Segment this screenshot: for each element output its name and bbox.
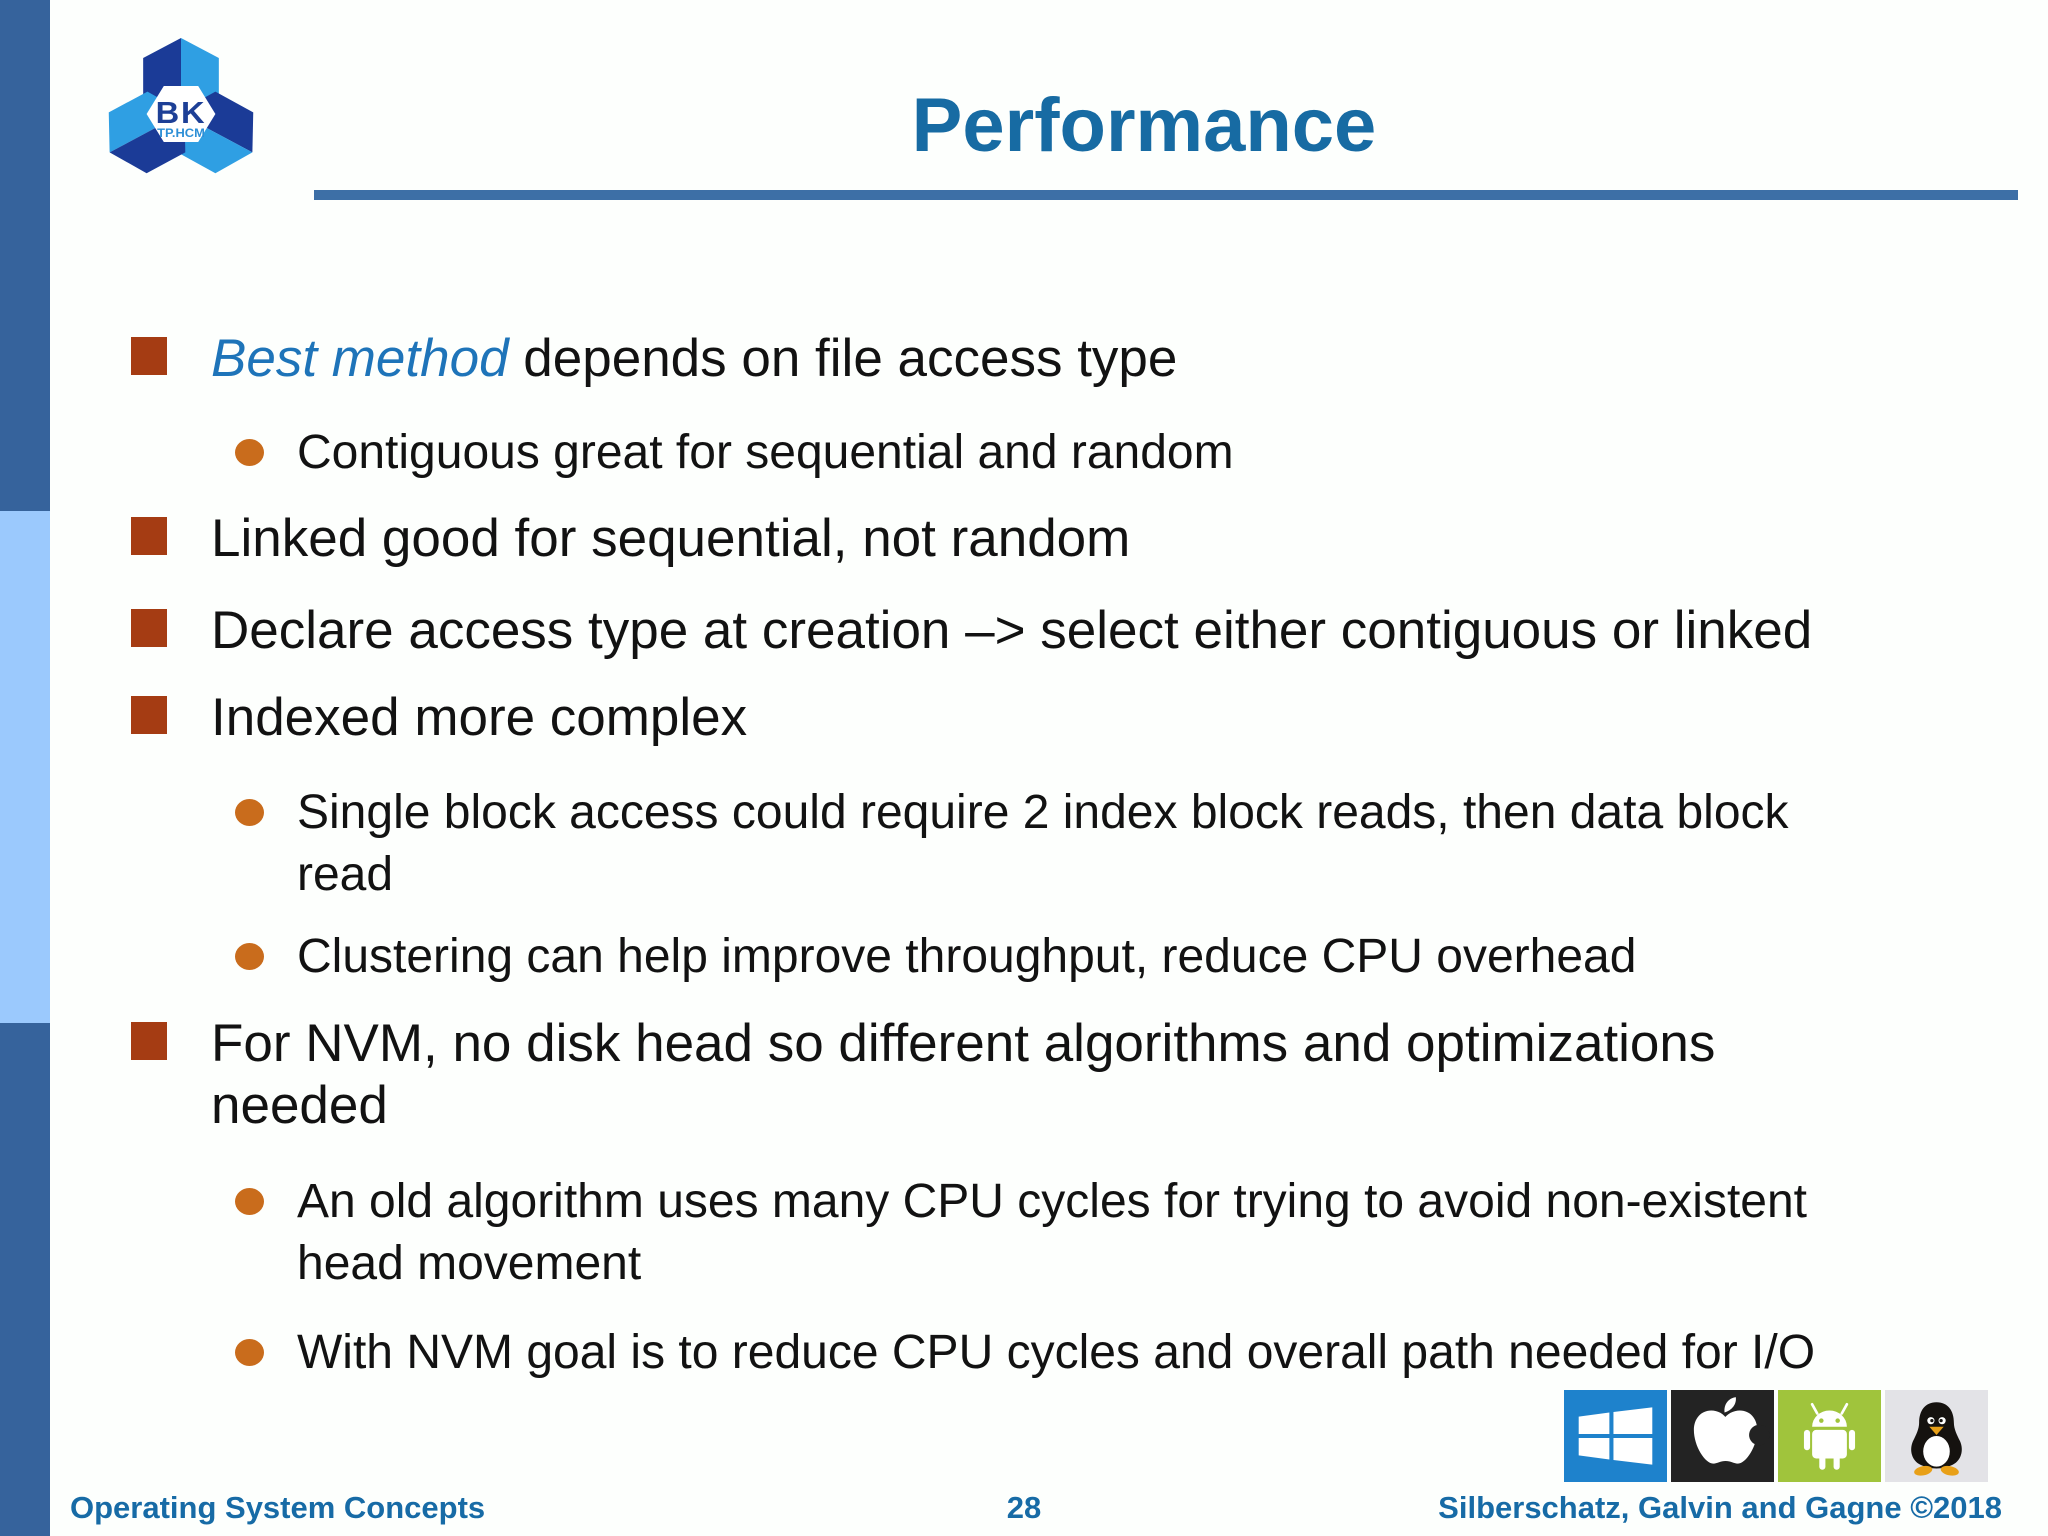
- bullet-item: Best method depends on file access type: [131, 328, 1177, 390]
- bullet-item: An old algorithm uses many CPU cycles fo…: [235, 1171, 1807, 1295]
- bullet-text: Linked good for sequential, not random: [211, 509, 1131, 568]
- bullet-text: needed: [211, 1076, 388, 1135]
- bullet-text: head movement: [297, 1237, 642, 1290]
- apple-icon: [1671, 1390, 1774, 1482]
- bullet-text: Indexed more complex: [211, 688, 748, 747]
- circle-bullet-icon: [235, 1188, 264, 1215]
- linux-tux-icon: [1885, 1390, 1988, 1482]
- bk-tphcm-logo: BK TP.HCM: [108, 38, 254, 174]
- square-bullet-icon: [131, 1022, 167, 1060]
- bullet-item: Declare access type at creation –> selec…: [131, 600, 1812, 662]
- bullet-text: For NVM, no disk head so different algor…: [211, 1014, 1716, 1073]
- square-bullet-icon: [131, 517, 167, 555]
- circle-bullet-icon: [235, 799, 264, 826]
- left-bar-middle-segment: [0, 511, 50, 1023]
- logo-text-bk: BK: [156, 95, 207, 130]
- bullet-text: With NVM goal is to reduce CPU cycles an…: [297, 1326, 1816, 1379]
- bullet-text: depends on file access type: [508, 329, 1178, 388]
- bullet-item: Clustering can help improve throughput, …: [235, 926, 1636, 988]
- page-title: Performance: [911, 83, 1377, 168]
- bullet-item: Contiguous great for sequential and rand…: [235, 422, 1234, 484]
- square-bullet-icon: [131, 337, 167, 375]
- square-bullet-icon: [131, 609, 167, 647]
- logo-text-tphcm: TP.HCM: [157, 127, 205, 140]
- circle-bullet-icon: [235, 1339, 264, 1366]
- left-bar-bottom-segment: [0, 1023, 50, 1536]
- footer-book-title: Operating System Concepts: [70, 1490, 486, 1525]
- square-bullet-icon: [131, 696, 167, 734]
- os-logo-strip: [1564, 1390, 1988, 1482]
- android-icon: [1778, 1390, 1881, 1482]
- bullet-item: For NVM, no disk head so different algor…: [131, 1013, 1715, 1137]
- bullet-text: Contiguous great for sequential and rand…: [297, 426, 1234, 479]
- bullet-item: Indexed more complex: [131, 687, 747, 749]
- bullet-item: With NVM goal is to reduce CPU cycles an…: [235, 1322, 1815, 1384]
- bullet-text: Declare access type at creation –> selec…: [211, 601, 1813, 660]
- footer-authors: Silberschatz, Galvin and Gagne ©2018: [1438, 1490, 2002, 1525]
- bullet-text: Single block access could require 2 inde…: [297, 786, 1789, 839]
- bullet-text: Clustering can help improve throughput, …: [297, 930, 1637, 983]
- bullet-item: Linked good for sequential, not random: [131, 508, 1130, 570]
- footer-page-number: 28: [1006, 1490, 1042, 1525]
- bullet-text: read: [297, 848, 394, 901]
- windows-icon: [1564, 1390, 1667, 1482]
- emphasized-text: Best method: [211, 329, 509, 388]
- circle-bullet-icon: [235, 943, 264, 970]
- logo-center: [146, 86, 216, 142]
- title-underline: [314, 190, 2018, 200]
- left-bar-top-segment: [0, 0, 50, 511]
- bullet-item: Single block access could require 2 inde…: [235, 782, 1789, 906]
- bullet-text: An old algorithm uses many CPU cycles fo…: [297, 1175, 1808, 1228]
- circle-bullet-icon: [235, 439, 264, 466]
